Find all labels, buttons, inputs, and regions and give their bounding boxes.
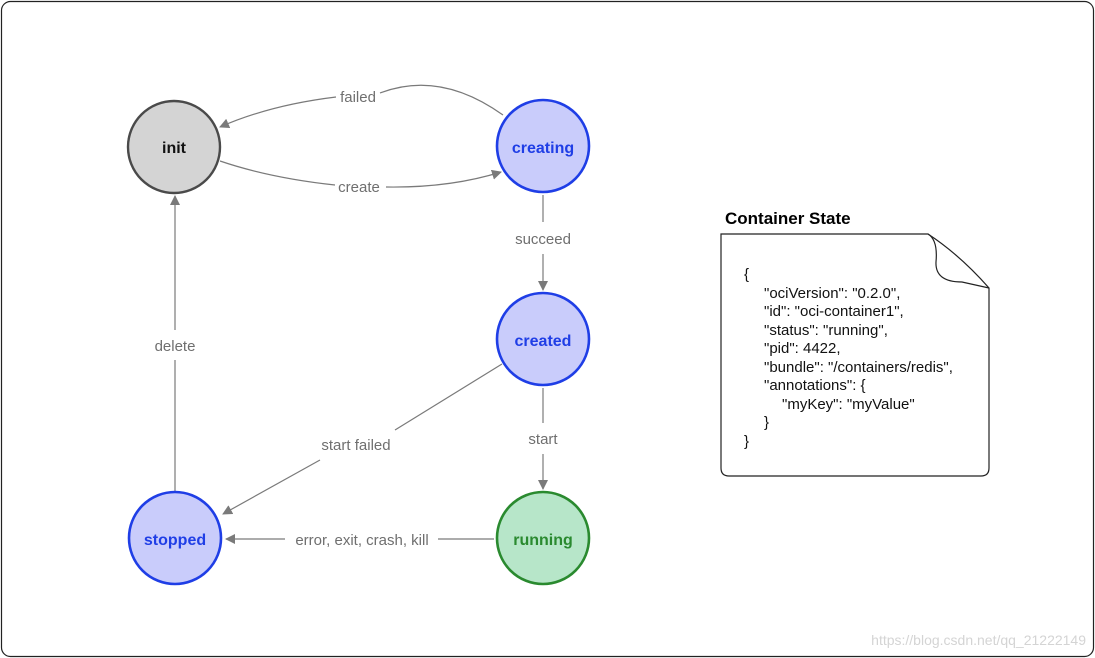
node-creating[interactable]: creating (495, 98, 591, 194)
node-creating-label: creating (512, 140, 574, 157)
state-doc-fold (927, 233, 990, 289)
edge-start-failed-bottom (222, 459, 321, 515)
edge-create (219, 160, 501, 188)
state-doc-line: "bundle": "/containers/redis", (764, 359, 953, 376)
state-doc-line: } (764, 414, 769, 431)
state-doc-line: "pid": 4422, (764, 340, 841, 357)
state-doc-line: "id": "oci-container1", (764, 303, 904, 320)
state-doc-shape (720, 233, 990, 477)
edge-label-create: create (338, 179, 380, 196)
edge-label-succeed: succeed (515, 231, 571, 248)
state-doc-line: "status": "running", (764, 322, 888, 339)
edge-label-error: error, exit, crash, kill (295, 532, 428, 549)
edge-start-failed-top (394, 363, 503, 431)
node-init[interactable]: init (126, 99, 222, 195)
state-doc-title: Container State (725, 209, 851, 228)
state-doc: { "ociVersion": "0.2.0", "id": "oci-cont… (720, 233, 990, 477)
node-stopped-label: stopped (144, 532, 206, 549)
node-init-label: init (162, 140, 187, 157)
state-doc-line: { (744, 266, 749, 283)
node-created-label: created (515, 333, 572, 350)
edge-failed (220, 84, 504, 127)
edge-label-start: start (528, 431, 558, 448)
state-doc-line: } (744, 433, 749, 450)
node-created[interactable]: created (495, 291, 591, 387)
watermark: https://blog.csdn.net/qq_21222149 (871, 632, 1086, 648)
state-doc-line: "ociVersion": "0.2.0", (764, 285, 900, 302)
node-stopped[interactable]: stopped (127, 490, 223, 586)
edge-label-start-failed: start failed (321, 437, 390, 454)
edge-label-failed: failed (340, 89, 376, 106)
edge-label-delete: delete (155, 338, 196, 355)
state-doc-line: "annotations": { (764, 377, 866, 394)
node-running[interactable]: running (495, 490, 591, 586)
state-doc-line: "myKey": "myValue" (782, 396, 915, 413)
node-running-label: running (513, 532, 573, 549)
